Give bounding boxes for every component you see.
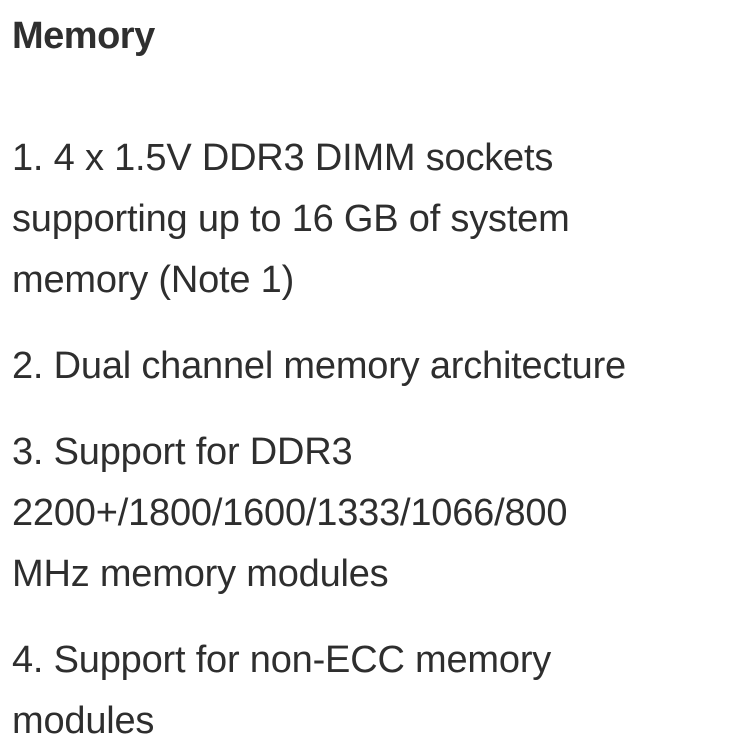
spec-item-4-line-1: 4. Support for non-ECC memory	[12, 639, 552, 681]
spec-item-1-line-1: 1. 4 x 1.5V DDR3 DIMM sockets	[12, 137, 554, 179]
section-heading: Memory	[12, 15, 155, 57]
spec-item-4-line-2: modules	[12, 700, 155, 742]
spec-item-2-line-1: 2. Dual channel memory architecture	[12, 345, 626, 387]
spec-item-2: 2. Dual channel memory architecture	[12, 336, 752, 397]
memory-spec-list: 1. 4 x 1.5V DDR3 DIMM sockets supporting…	[12, 128, 752, 750]
spec-item-3-line-1: 3. Support for DDR3	[12, 431, 353, 473]
spec-item-1: 1. 4 x 1.5V DDR3 DIMM sockets supporting…	[12, 128, 752, 311]
spec-item-3-line-3: MHz memory modules	[12, 553, 389, 595]
spec-item-3: 3. Support for DDR3 2200+/1800/1600/1333…	[12, 422, 752, 605]
spec-item-1-line-3: memory (Note 1)	[12, 259, 295, 301]
spec-item-4: 4. Support for non-ECC memory modules	[12, 630, 752, 750]
spec-item-1-line-2: supporting up to 16 GB of system	[12, 198, 570, 240]
spec-item-3-line-2: 2200+/1800/1600/1333/1066/800	[12, 492, 568, 534]
